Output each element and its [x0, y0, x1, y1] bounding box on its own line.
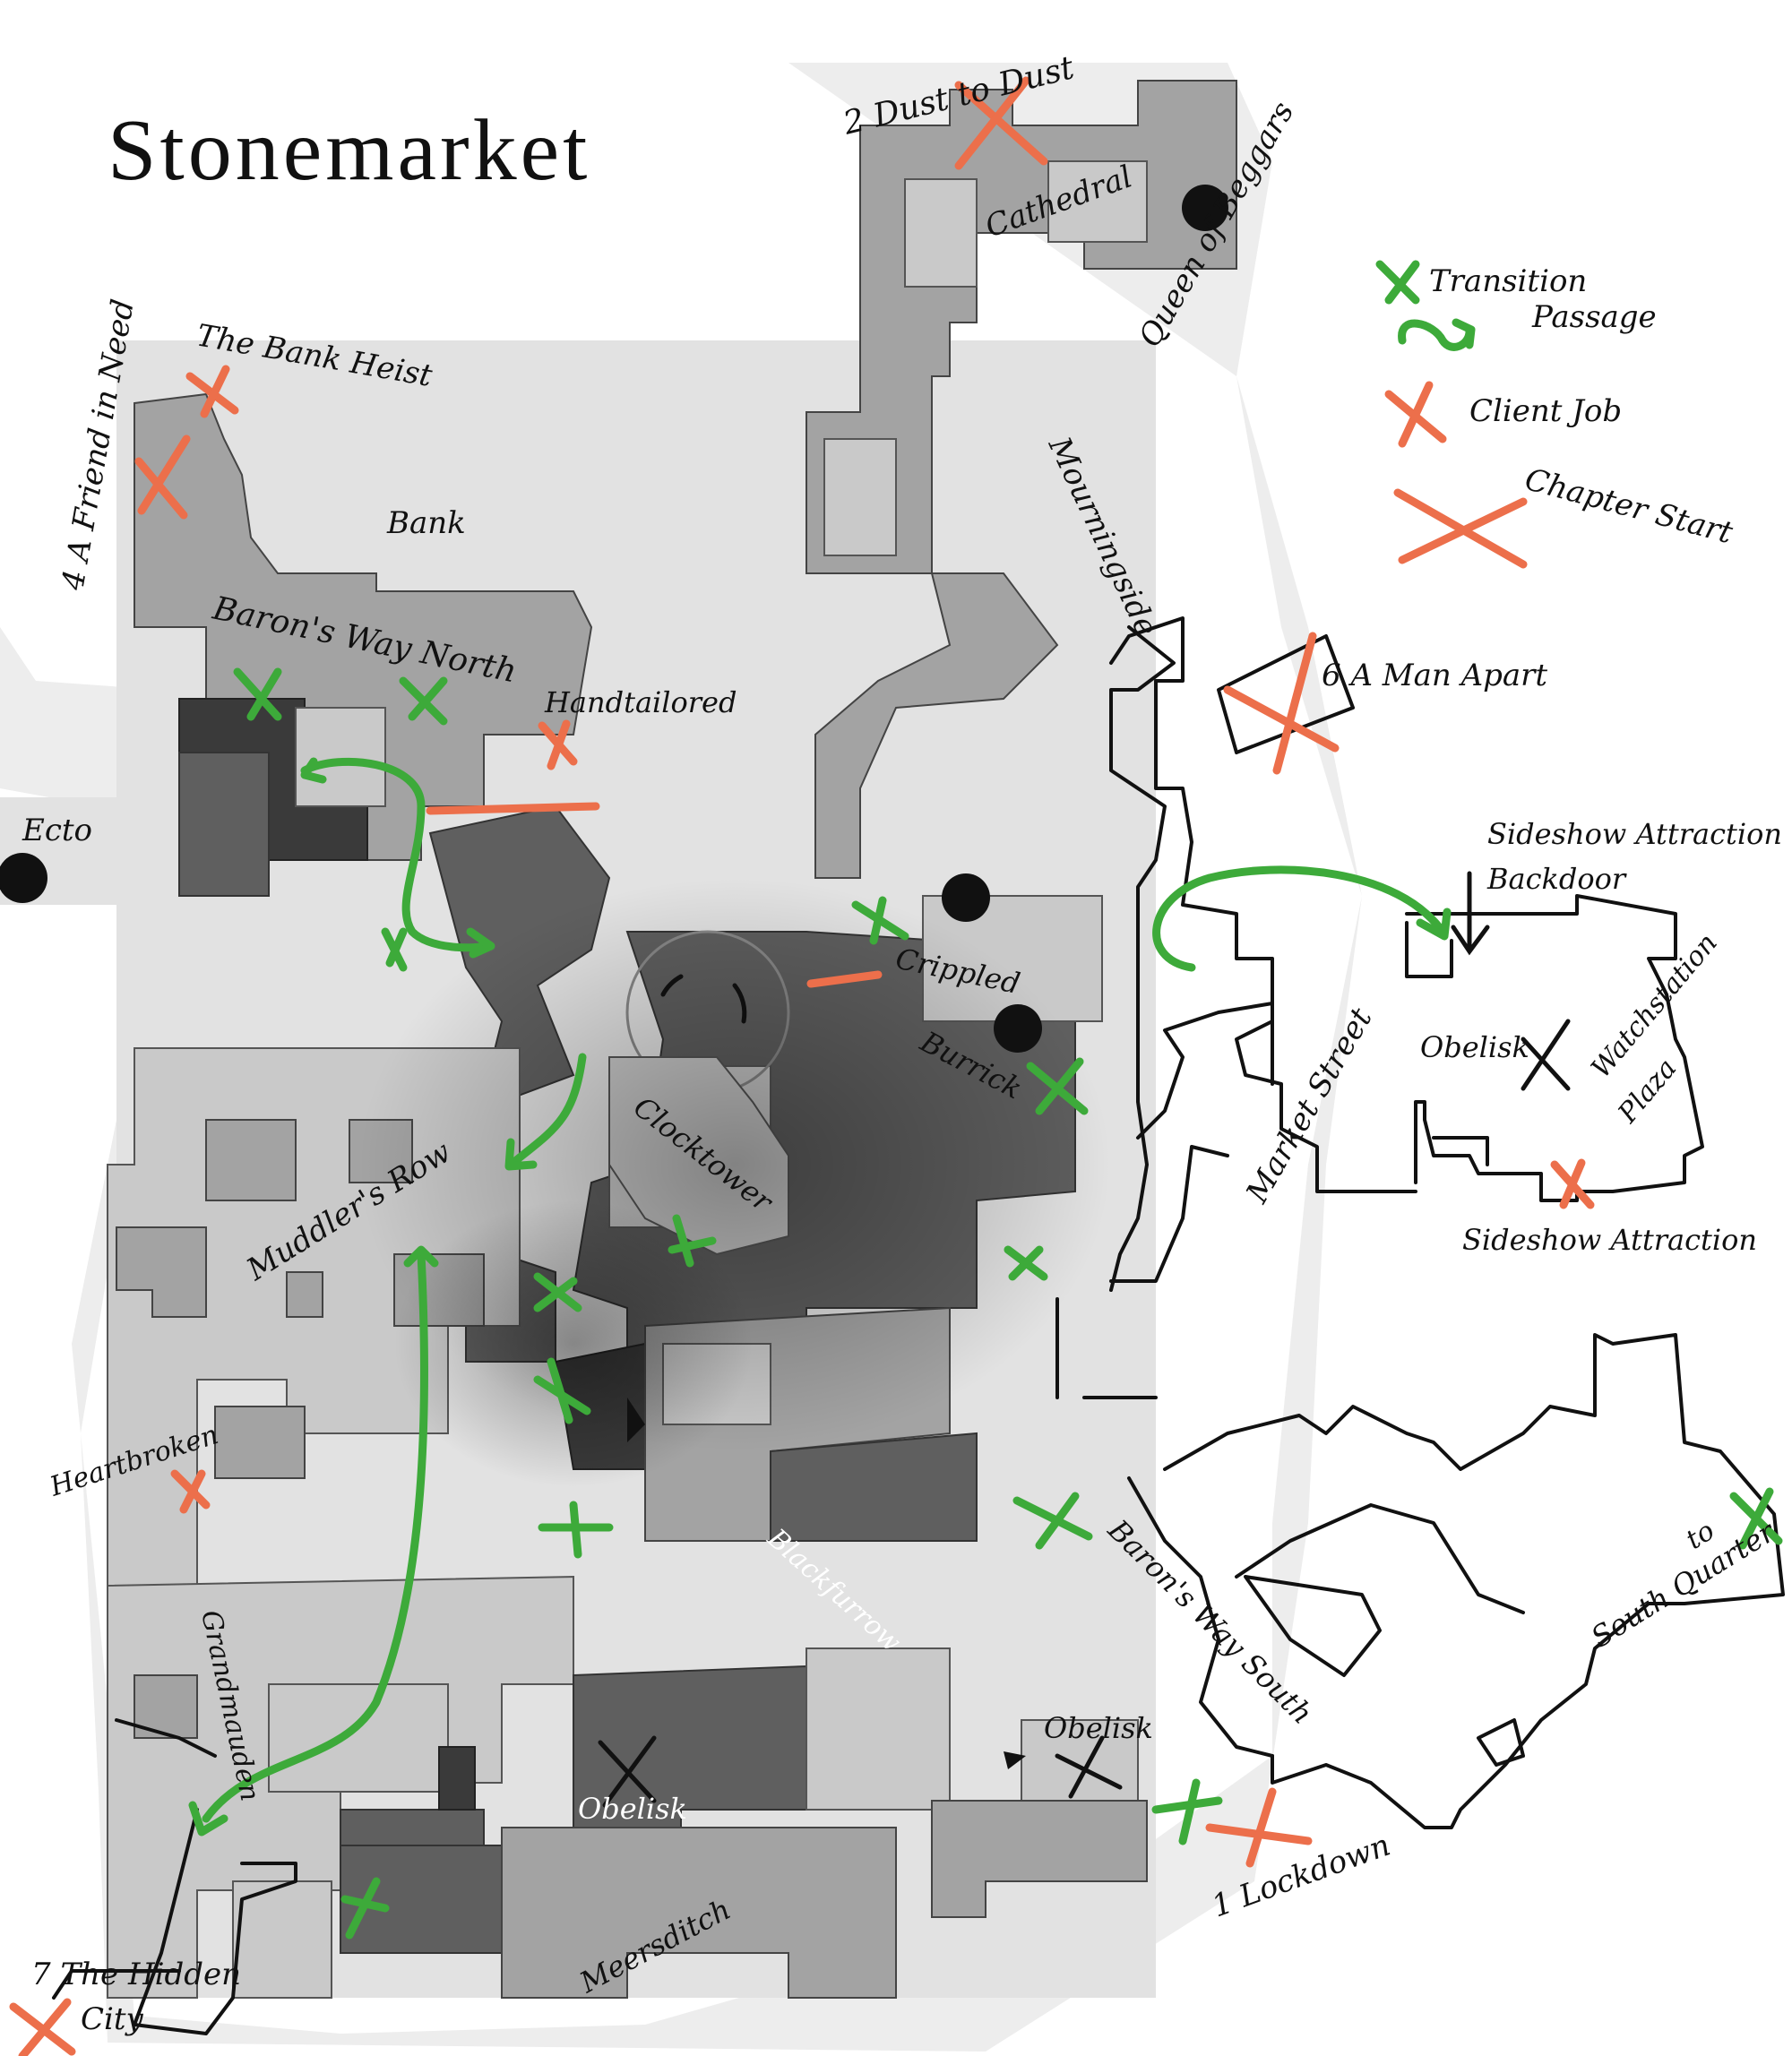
- transition-x-icon: [233, 667, 282, 721]
- map-title: Stonemarket: [108, 102, 590, 199]
- transition-x-icon: [1151, 1778, 1223, 1845]
- legend-client-job-label: Client Job: [1469, 393, 1622, 429]
- transition-x-icon: [533, 1357, 591, 1424]
- transition-x-icon: [668, 1214, 717, 1268]
- label-hidden-city-2: City: [81, 2001, 144, 2037]
- south-district: [107, 1575, 1148, 1999]
- client-job-markers: [170, 365, 1595, 1514]
- transition-x-icon: [1375, 260, 1420, 305]
- obelisk-markers: [598, 1019, 1571, 1808]
- legend-passage-label: Passage: [1531, 299, 1657, 335]
- client-job-x-icon: [185, 365, 239, 418]
- label-obelisk-east: Obelisk: [1420, 1030, 1529, 1064]
- transition-x-icon: [399, 676, 448, 726]
- label-sideshow-backdoor-2: Backdoor: [1486, 862, 1627, 896]
- marker-dot-icon: [942, 873, 990, 922]
- label-hidden-city-1: 7 The Hidden: [31, 1957, 241, 1992]
- transition-x-icon: [538, 1501, 614, 1559]
- client-job-x-icon: [1384, 381, 1447, 448]
- transition-markers: [233, 260, 1783, 1940]
- chapter-start-x-icon: [9, 1998, 76, 2056]
- label-man-apart: 6 A Man Apart: [1322, 658, 1547, 693]
- marker-dot-icon: [0, 853, 47, 903]
- southwest-hand-drawn: [52, 1718, 297, 2035]
- bank-area: [134, 392, 593, 897]
- chapter-start-x-icon: [1223, 632, 1340, 775]
- legend-transition-label: Transition: [1429, 263, 1587, 299]
- label-sideshow-attraction: Sideshow Attraction: [1462, 1223, 1757, 1257]
- passage-arrows: [188, 318, 1476, 1837]
- obelisk-x-icon: [1521, 1019, 1571, 1091]
- transition-x-icon: [340, 1877, 390, 1940]
- client-job-x-icon: [1550, 1158, 1595, 1209]
- chapter-start-x-icon: [134, 434, 191, 520]
- marker-dots: [0, 185, 1228, 1053]
- transition-x-icon: [1004, 1245, 1048, 1281]
- transition-x-icon: [851, 896, 909, 945]
- transition-x-icon: [381, 927, 408, 972]
- cathedral-complex: [806, 80, 1237, 879]
- transition-x-icon: [1012, 1492, 1093, 1550]
- label-bank: Bank: [386, 505, 466, 541]
- label-obelisk-center: Obelisk: [578, 1792, 687, 1826]
- marker-dot-icon: [1182, 185, 1228, 231]
- obelisk-x-icon: [1055, 1735, 1123, 1799]
- marker-dot-icon: [994, 1004, 1042, 1053]
- chapter-start-x-icon: [954, 76, 1048, 170]
- obelisk-x-icon: [598, 1735, 657, 1808]
- chapter-start-x-icon: [1393, 488, 1528, 569]
- label-handtailored: Handtailored: [544, 685, 737, 719]
- east-hand-drawn-area: [1055, 616, 1785, 1829]
- client-job-x-icon: [538, 719, 578, 770]
- label-obelisk-south: Obelisk: [1044, 1711, 1153, 1745]
- transition-x-icon: [1729, 1487, 1783, 1550]
- label-sideshow-backdoor-1: Sideshow Attraction: [1487, 817, 1782, 851]
- chapter-start-x-icon: [1205, 1787, 1313, 1868]
- chapter-start-markers: [9, 76, 1528, 2056]
- client-job-x-icon: [170, 1469, 211, 1514]
- label-ecto: Ecto: [22, 813, 92, 848]
- black-arrows: [627, 871, 1490, 1769]
- transition-x-icon: [533, 1272, 582, 1312]
- transition-x-icon: [1026, 1057, 1089, 1115]
